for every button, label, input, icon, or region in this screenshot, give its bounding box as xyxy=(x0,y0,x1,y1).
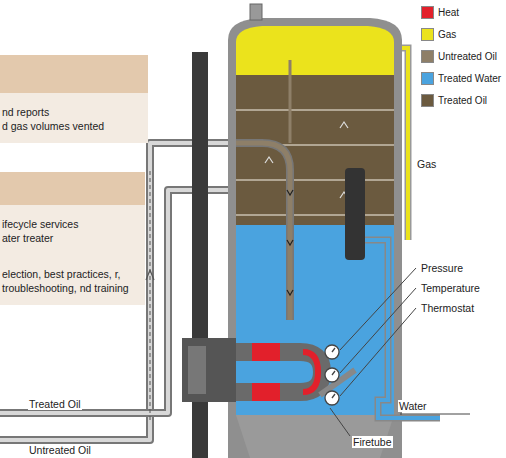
legend-text: Untreated Oil xyxy=(437,51,498,63)
panel-text: ifecycle services ater treater xyxy=(2,217,94,245)
part-label: Firetube xyxy=(352,436,393,448)
legend-text: Treated Oil xyxy=(437,95,488,107)
legend-swatch xyxy=(421,6,434,19)
part-label: Treated Oil xyxy=(28,398,82,410)
panel-text: election, best practices, r, troubleshoo… xyxy=(2,267,130,295)
distributor-pipe xyxy=(236,60,293,320)
panel-text: d gas volumes vented xyxy=(2,119,142,133)
legend-swatch xyxy=(421,28,434,41)
legend-swatch xyxy=(421,72,434,85)
info-panel: ifecycle services ater treater election, … xyxy=(0,172,145,305)
siphon xyxy=(345,168,365,260)
part-label: Thermostat xyxy=(420,302,475,314)
part-label: Temperature xyxy=(420,282,481,294)
legend-text: Treated Water xyxy=(437,73,502,85)
legend-swatch xyxy=(421,50,434,63)
part-label: Water xyxy=(398,400,428,412)
legend-text: Gas xyxy=(437,29,457,41)
part-label: Pressure xyxy=(420,262,464,274)
gauges xyxy=(325,345,339,405)
legend-swatch xyxy=(421,94,434,107)
vessel xyxy=(228,4,402,458)
legend-text: Heat xyxy=(437,7,460,19)
part-label: Untreated Oil xyxy=(28,444,92,456)
part-label: Gas xyxy=(416,158,437,170)
info-panel: nd reportsd gas volumes vented xyxy=(0,55,148,143)
panel-text: nd reports xyxy=(2,105,142,119)
